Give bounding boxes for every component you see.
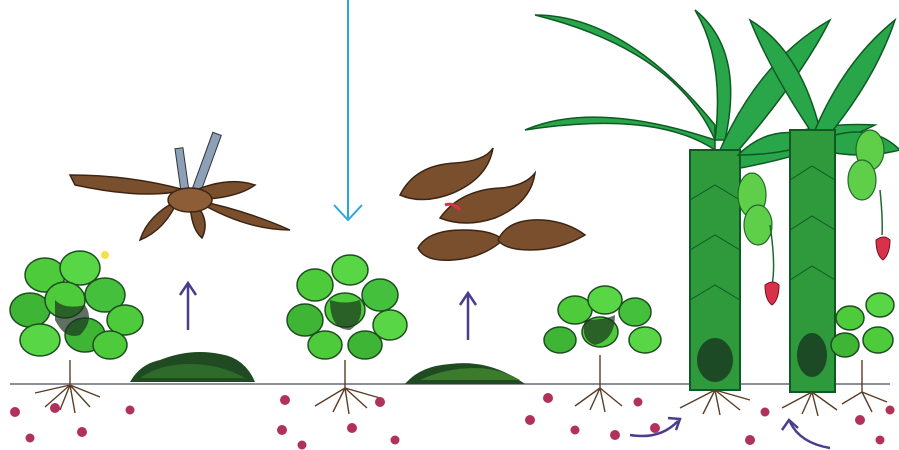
up-arrow-icon [460,293,476,340]
tuber-left [70,132,290,240]
plant-left [10,251,143,413]
banana-flower [876,237,890,260]
up-arrow-icon [180,283,196,330]
plant-far-right [831,293,894,412]
banana-bunch [738,173,772,245]
mulch-center [405,363,525,384]
seed-dots [10,393,895,450]
plant-center [287,255,407,414]
banana-flower [765,282,779,305]
plant-right [544,286,661,412]
mulch-left [130,352,255,382]
down-arrow-icon [334,0,362,220]
curved-arrow-icon [782,420,830,448]
tubers-center [400,148,585,260]
